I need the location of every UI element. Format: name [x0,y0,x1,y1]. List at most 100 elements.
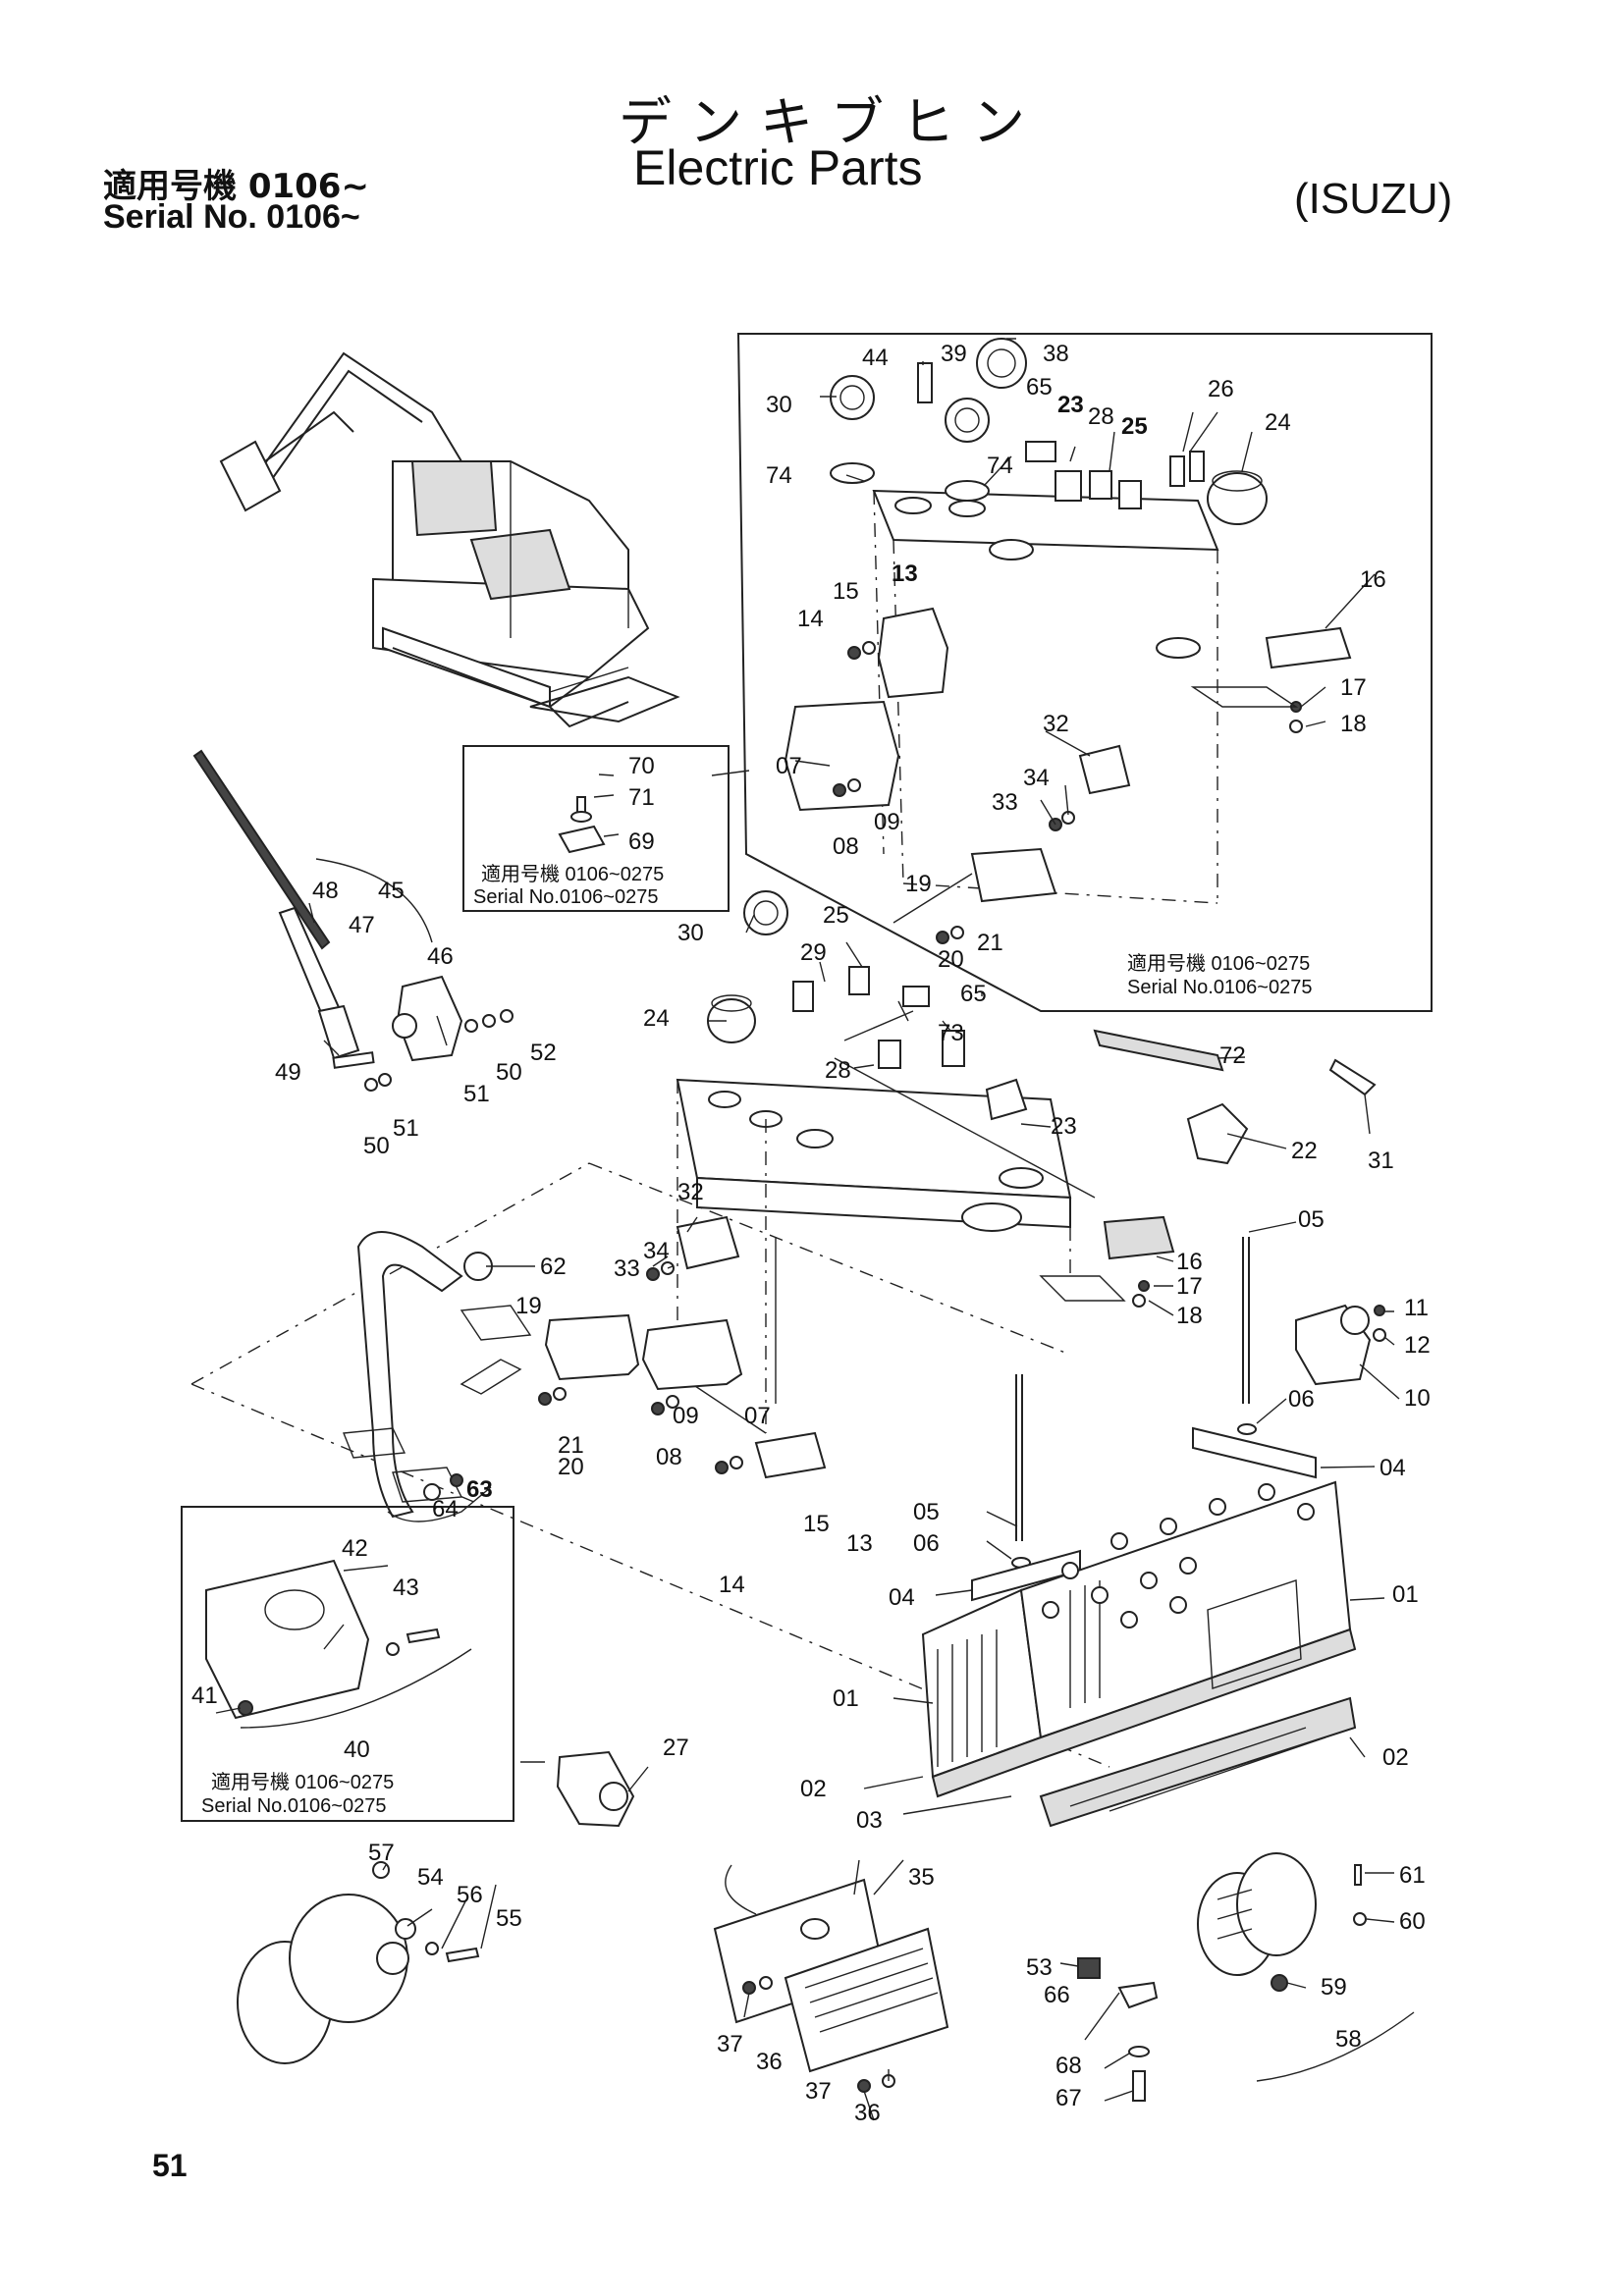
callout: 36 [756,2049,783,2075]
serial-note-jp: 適用号機 0106~0275 [481,863,664,885]
lower-parts [237,1750,1415,2102]
callout: 07 [776,753,802,779]
callout: 16 [1360,566,1386,593]
callout: 74 [987,453,1013,479]
callout: 23 [1057,392,1084,418]
callout: 31 [1368,1148,1394,1174]
callout: 01 [1392,1581,1419,1608]
callout: 24 [1265,409,1291,436]
callout: 06 [1288,1386,1315,1413]
callout-labels-bracket: 70 71 69 適用号機 0106~0275 Serial No.0106~0… [473,753,664,908]
callout: 34 [1023,765,1050,791]
callout: 32 [1043,711,1069,737]
callout: 22 [1291,1138,1318,1164]
callout: 65 [1026,374,1053,400]
callout: 27 [663,1735,689,1761]
callout: 55 [496,1905,522,1932]
callout-labels-panel: 30 25 29 65 24 28 73 23 72 22 31 32 34 3… [432,902,1431,1834]
main-instrument-panel [463,890,1377,1479]
callout: 09 [673,1403,699,1429]
callout-labels-inset-top: 44 39 38 30 65 23 28 25 26 24 74 74 13 1… [766,341,1386,998]
callout: 08 [833,833,859,860]
title-english: Electric Parts [633,140,923,195]
serial-range-japanese: 適用号機 0106~ [103,167,369,206]
callout: 59 [1321,1974,1347,2001]
callout: 68 [1055,2053,1082,2079]
callout: 24 [643,1005,670,1032]
callout: 19 [905,871,932,897]
callout: 12 [1404,1332,1431,1359]
excavator-illustration [219,351,680,728]
callout-labels-wiper: 48 45 47 46 49 50 51 50 51 52 [275,878,557,1159]
callout: 62 [540,1254,567,1280]
callout: 30 [766,392,792,418]
callout: 48 [312,878,339,904]
callout: 23 [1051,1113,1077,1140]
callout: 05 [913,1499,940,1525]
engine-maker: (ISUZU) [1294,175,1453,223]
callout: 40 [344,1736,370,1763]
inset-rear-lamp [181,1506,514,1822]
callout: 57 [368,1840,395,1866]
callout: 02 [1382,1744,1409,1771]
callout: 33 [614,1255,640,1282]
callout-labels-lamp: 42 43 41 40 適用号機 0106~0275 Serial No.010… [191,1535,419,1817]
callout: 06 [913,1530,940,1557]
inset-instrument-panel-early [736,333,1433,1012]
callout: 13 [892,561,918,587]
callout: 11 [1404,1295,1429,1321]
callout: 25 [1121,413,1148,440]
callout: 28 [1088,403,1114,430]
callout: 20 [558,1454,584,1480]
callout: 63 [466,1476,493,1503]
callout: 04 [889,1584,915,1611]
batteries [921,1480,1357,1828]
callout: 33 [992,789,1018,816]
callout: 32 [677,1179,704,1205]
callout: 52 [530,1040,557,1066]
callout: 20 [938,946,964,973]
callout: 09 [874,809,900,835]
callout: 36 [854,2100,881,2126]
callout: 71 [628,784,655,811]
callout: 30 [677,920,704,946]
callout: 21 [977,930,1003,956]
callout: 73 [938,1020,964,1046]
callout: 19 [515,1293,542,1319]
leader-lines [215,338,1400,2121]
serial-note-en: Serial No.0106~0275 [201,1795,386,1817]
callout: 21 [558,1432,584,1459]
callout: 28 [825,1057,851,1084]
battery-relay [971,1237,1386,1602]
callout: 65 [960,981,987,1007]
callout: 45 [378,878,405,904]
callout: 38 [1043,341,1069,367]
callout: 58 [1335,2026,1362,2053]
callout: 69 [628,828,655,855]
callout: 49 [275,1059,301,1086]
callout: 43 [393,1575,419,1601]
callout: 18 [1340,711,1367,737]
callout: 03 [856,1807,883,1834]
serial-note-en: Serial No.0106~0275 [473,886,658,908]
callout-labels-lower: 27 57 54 56 55 35 37 36 37 36 53 66 68 6… [368,1735,1426,2126]
callout: 14 [719,1572,745,1598]
callout: 74 [766,462,792,489]
callout: 25 [823,902,849,929]
callout: 35 [908,1864,935,1891]
callout: 47 [349,912,375,938]
callout: 53 [1026,1954,1053,1981]
callout: 29 [800,939,827,966]
callout: 26 [1208,376,1234,402]
callout: 16 [1176,1249,1203,1275]
callout: 66 [1044,1982,1070,2008]
callout: 56 [457,1882,483,1908]
callout: 42 [342,1535,368,1562]
serial-range-english: Serial No. 0106~ [103,198,360,236]
callout: 60 [1399,1908,1426,1935]
callout: 34 [643,1238,670,1264]
callout: 01 [833,1685,859,1712]
callout: 17 [1340,674,1367,701]
callout: 17 [1176,1273,1203,1300]
floor-plate [190,1162,1110,1768]
